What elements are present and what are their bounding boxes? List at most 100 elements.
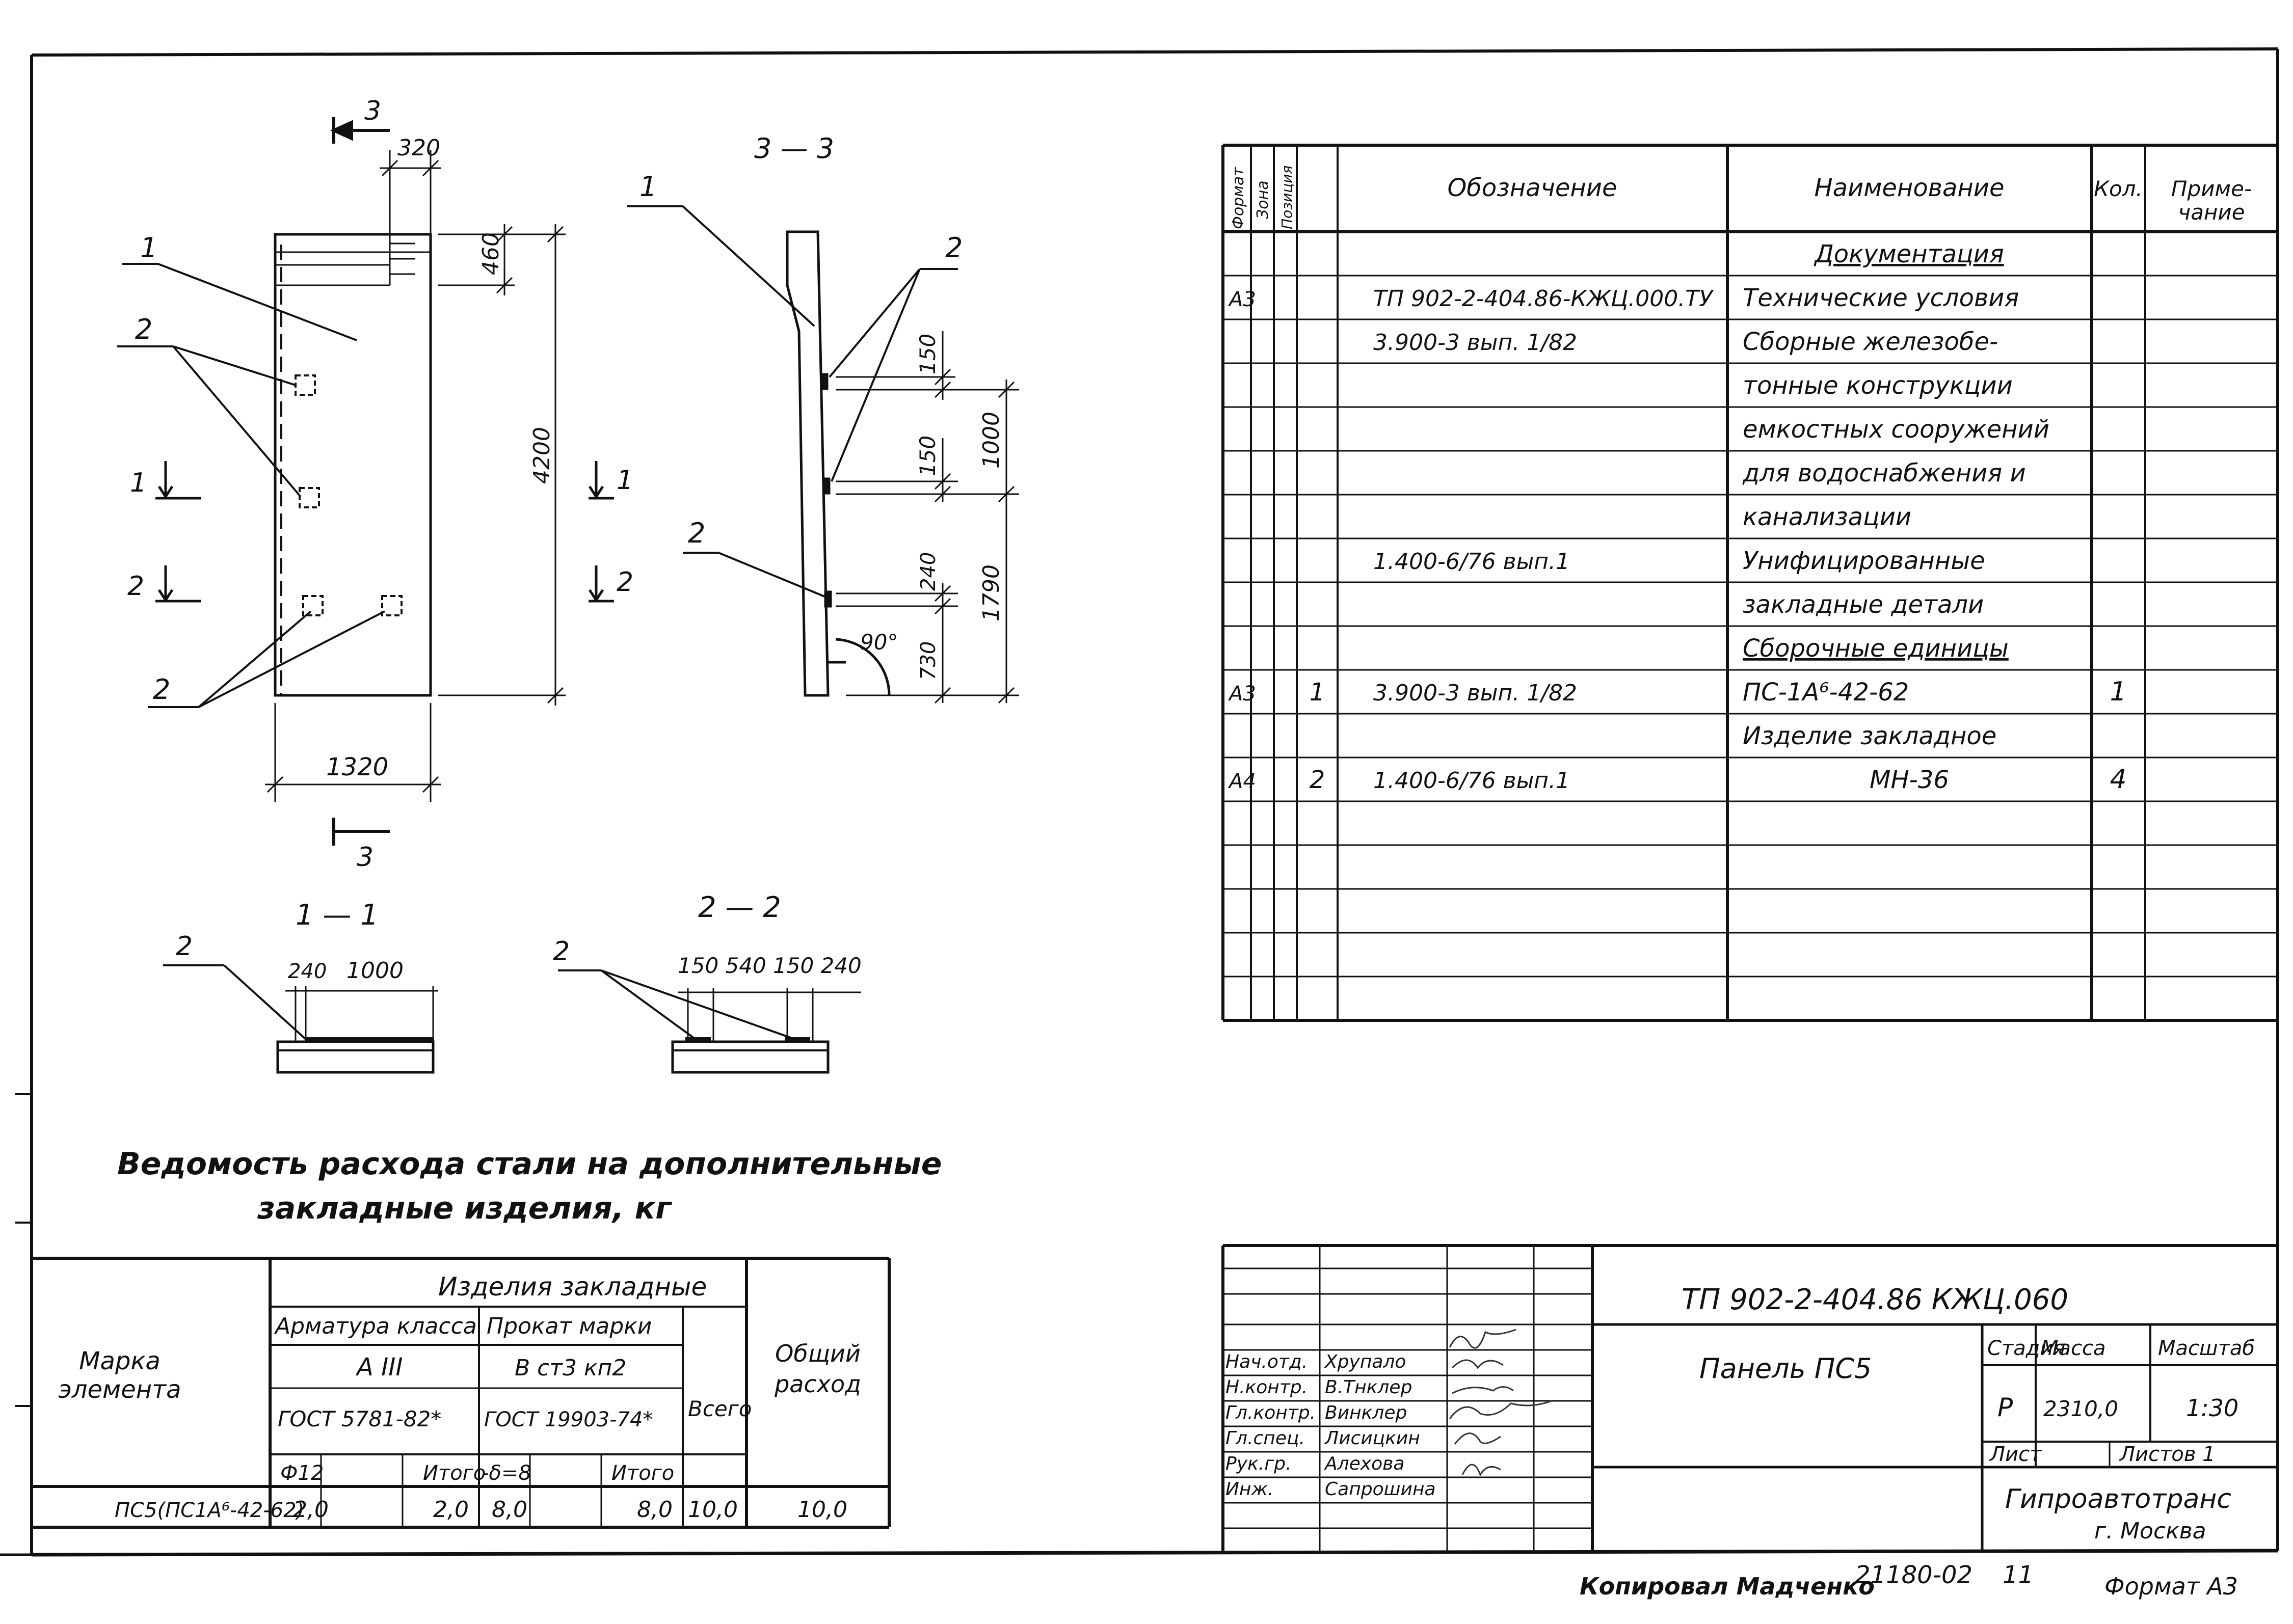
title-person-name: Сапрошина bbox=[1325, 1479, 1436, 1500]
footer-sheet: 11 bbox=[2003, 1561, 2034, 1589]
steel-row-total: 10,0 bbox=[688, 1497, 738, 1523]
steel-sub-itogo1: Итого bbox=[423, 1461, 486, 1485]
cut-1-label-left: 1 bbox=[130, 468, 147, 498]
specification-table bbox=[1221, 144, 2279, 1022]
dim-1000: 1000 bbox=[978, 412, 1004, 469]
dim-1320: 1320 bbox=[326, 753, 388, 781]
spec-cell-format: А3 bbox=[1228, 682, 1256, 706]
spec-cell-qty: 4 bbox=[2110, 764, 2126, 795]
title-person-role: Н.контр. bbox=[1225, 1377, 1308, 1398]
spec-cell-name: Сборные железобе- bbox=[1743, 328, 1998, 356]
steel-table-title-line1: Ведомость расхода стали на дополнительны… bbox=[117, 1146, 942, 1182]
side-view-3-3 bbox=[786, 230, 891, 697]
rolled-grade: В ст3 кп2 bbox=[515, 1355, 626, 1381]
dim-150-upper: 150 bbox=[915, 334, 940, 374]
front-view-leaders bbox=[117, 263, 385, 708]
view-2-2-title: 2 — 2 bbox=[698, 891, 781, 924]
callout-1-front: 1 bbox=[140, 232, 157, 264]
steel-row-delta8: 8,0 bbox=[492, 1497, 527, 1523]
angle-90: 90° bbox=[860, 630, 898, 655]
steel-total-label: Всего bbox=[688, 1396, 752, 1421]
callout-2-view-1-1: 2 bbox=[176, 931, 193, 962]
steel-sub-itogo2: Итого bbox=[611, 1461, 674, 1485]
spec-cell-name: Документация bbox=[1814, 240, 2004, 268]
steel-row-itogo2: 8,0 bbox=[637, 1497, 673, 1523]
front-view-dimensions bbox=[265, 150, 566, 802]
header-position: Позиция bbox=[1278, 166, 1295, 229]
title-person-role: Рук.гр. bbox=[1225, 1453, 1291, 1474]
view-3-3-title: 3 — 3 bbox=[754, 132, 834, 165]
dim-150-middle: 150 bbox=[915, 436, 940, 476]
rolled-gost: ГОСТ 19903-74* bbox=[484, 1408, 653, 1431]
signatures bbox=[1449, 1329, 1552, 1477]
title-org-line2: г. Москва bbox=[2094, 1518, 2206, 1544]
spec-cell-name: тонные конструкции bbox=[1743, 371, 2013, 400]
rebar-class-label: Арматура класса bbox=[274, 1313, 477, 1339]
callout-2-side-top: 2 bbox=[945, 232, 963, 264]
spec-cell-designation: 3.900-3 вып. 1/82 bbox=[1373, 330, 1577, 356]
view-1-1-title: 1 — 1 bbox=[296, 899, 379, 932]
dim-4200: 4200 bbox=[529, 427, 555, 484]
header-designation: Обозначение bbox=[1447, 174, 1617, 202]
spec-cell-name: закладные детали bbox=[1743, 590, 1984, 619]
section-3-label-bottom: 3 bbox=[357, 842, 374, 873]
title-org-line1: Гипроавтотранс bbox=[2005, 1484, 2231, 1514]
spec-cell-designation: 1.400-6/76 вып.1 bbox=[1373, 549, 1570, 575]
steel-row-mark: ПС5(ПС1А⁶-42-62) bbox=[115, 1499, 304, 1522]
dim-460: 460 bbox=[478, 232, 504, 275]
embedded-part-mark bbox=[302, 595, 324, 616]
title-block-people: Нач.отд.ХрупалоН.контр.В.ТнклерГл.контр.… bbox=[1225, 1351, 1436, 1500]
dim-320: 320 bbox=[397, 135, 440, 161]
spec-cell-name: Унифицированные bbox=[1743, 547, 1985, 575]
spec-cell-position: 2 bbox=[1310, 766, 1325, 794]
spec-cell-name: канализации bbox=[1743, 503, 1911, 531]
section-3-marker-bottom bbox=[332, 818, 390, 846]
view-1-1-dim-240: 240 bbox=[288, 960, 327, 983]
spec-cell-name: Технические условия bbox=[1743, 284, 2019, 312]
spec-cell-name: Изделие закладное bbox=[1743, 722, 1996, 750]
cut-2-label-right: 2 bbox=[617, 567, 633, 598]
title-person-name: Винклер bbox=[1325, 1402, 1407, 1423]
callout-2-side-low: 2 bbox=[688, 517, 705, 549]
title-person-role: Инж. bbox=[1225, 1479, 1273, 1500]
callout-1-side: 1 bbox=[639, 171, 657, 203]
spec-cell-format: А4 bbox=[1228, 770, 1256, 793]
spec-cell-qty: 1 bbox=[2110, 676, 2126, 707]
steel-row-overall: 10,0 bbox=[797, 1497, 847, 1523]
side-view-leaders bbox=[627, 205, 958, 600]
steel-group-header: Изделия закладные bbox=[438, 1272, 707, 1302]
cut-2-label-left: 2 bbox=[127, 571, 144, 602]
dim-240: 240 bbox=[917, 552, 940, 591]
rebar-gost: ГОСТ 5781-82* bbox=[278, 1406, 441, 1431]
header-note: Приме-чание bbox=[2171, 176, 2252, 225]
spec-cell-designation: 1.400-6/76 вып.1 bbox=[1373, 768, 1570, 794]
header-qty: Кол. bbox=[2094, 176, 2143, 201]
title-mass: 2310,0 bbox=[2043, 1396, 2118, 1421]
footer-format: Формат А3 bbox=[2104, 1573, 2238, 1600]
title-person-role: Гл.спец. bbox=[1225, 1428, 1305, 1449]
view-2-2-dims: 150 540 150 240 bbox=[678, 953, 862, 978]
title-name: Панель ПС5 bbox=[1699, 1352, 1872, 1385]
spec-cell-name: МН-36 bbox=[1870, 766, 1949, 794]
footer-copied: Копировал Мадченко bbox=[1580, 1573, 1875, 1600]
title-mass-label: Масса bbox=[2041, 1337, 2106, 1360]
title-person-name: Хрупало bbox=[1324, 1351, 1406, 1372]
rolled-label: Прокат марки bbox=[487, 1313, 652, 1339]
rebar-class: А III bbox=[355, 1353, 403, 1382]
title-person-name: В.Тнклер bbox=[1325, 1377, 1412, 1398]
embedded-part-mark bbox=[299, 487, 320, 508]
section-3-marker-top bbox=[330, 117, 390, 144]
spec-cell-designation: 3.900-3 вып. 1/82 bbox=[1373, 680, 1577, 706]
spec-cell-name: емкостных сооружений bbox=[1743, 415, 2049, 444]
title-stage: Р bbox=[1997, 1393, 2013, 1422]
title-scale: 1:30 bbox=[2186, 1394, 2238, 1422]
spec-cell-name: для водоснабжения и bbox=[1742, 459, 2026, 488]
title-person-role: Нач.отд. bbox=[1225, 1351, 1308, 1372]
spec-cell-position: 1 bbox=[1310, 678, 1325, 707]
callout-2-front: 2 bbox=[135, 313, 152, 345]
dim-1790: 1790 bbox=[978, 564, 1004, 621]
